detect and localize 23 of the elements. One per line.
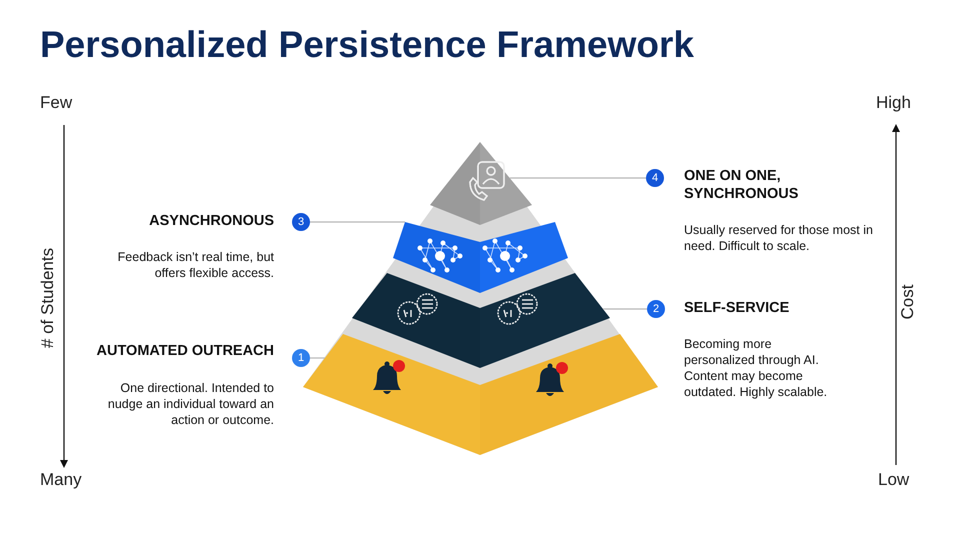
- leader-line: [310, 357, 325, 359]
- description: Feedback isn’t real time, but offers flexible access.: [116, 249, 274, 281]
- number-badge: 3: [292, 213, 310, 231]
- heading: SELF-SERVICE: [684, 299, 790, 317]
- axis-label: High: [876, 95, 912, 111]
- leader-line: [510, 177, 646, 179]
- axis-label: Cost: [900, 284, 916, 322]
- leader-line: [603, 308, 647, 310]
- axis-label: Many: [40, 472, 83, 488]
- heading: ASYNCHRONOUS: [148, 212, 274, 230]
- axis-label: # of Students: [40, 246, 56, 350]
- axis-label: Low: [878, 472, 910, 488]
- description: Becoming more personalized through AI. Content may become outdated. Highly scalable.: [684, 336, 828, 400]
- axis-label: Few: [40, 95, 74, 111]
- number-badge: 1: [292, 349, 310, 367]
- title: Personalized Persistence Framework: [40, 24, 694, 66]
- heading: ONE ON ONE, SYNCHRONOUS: [684, 167, 800, 203]
- leader-line: [310, 221, 405, 223]
- number-badge: 4: [646, 169, 664, 187]
- number-badge: 2: [647, 300, 665, 318]
- description: Usually reserved for those most in need. Difficult to scale.: [684, 222, 874, 254]
- heading: AUTOMATED OUTREACH: [96, 342, 274, 360]
- description: One directional. Intended to nudge an individual toward an action or outcome.: [106, 380, 274, 428]
